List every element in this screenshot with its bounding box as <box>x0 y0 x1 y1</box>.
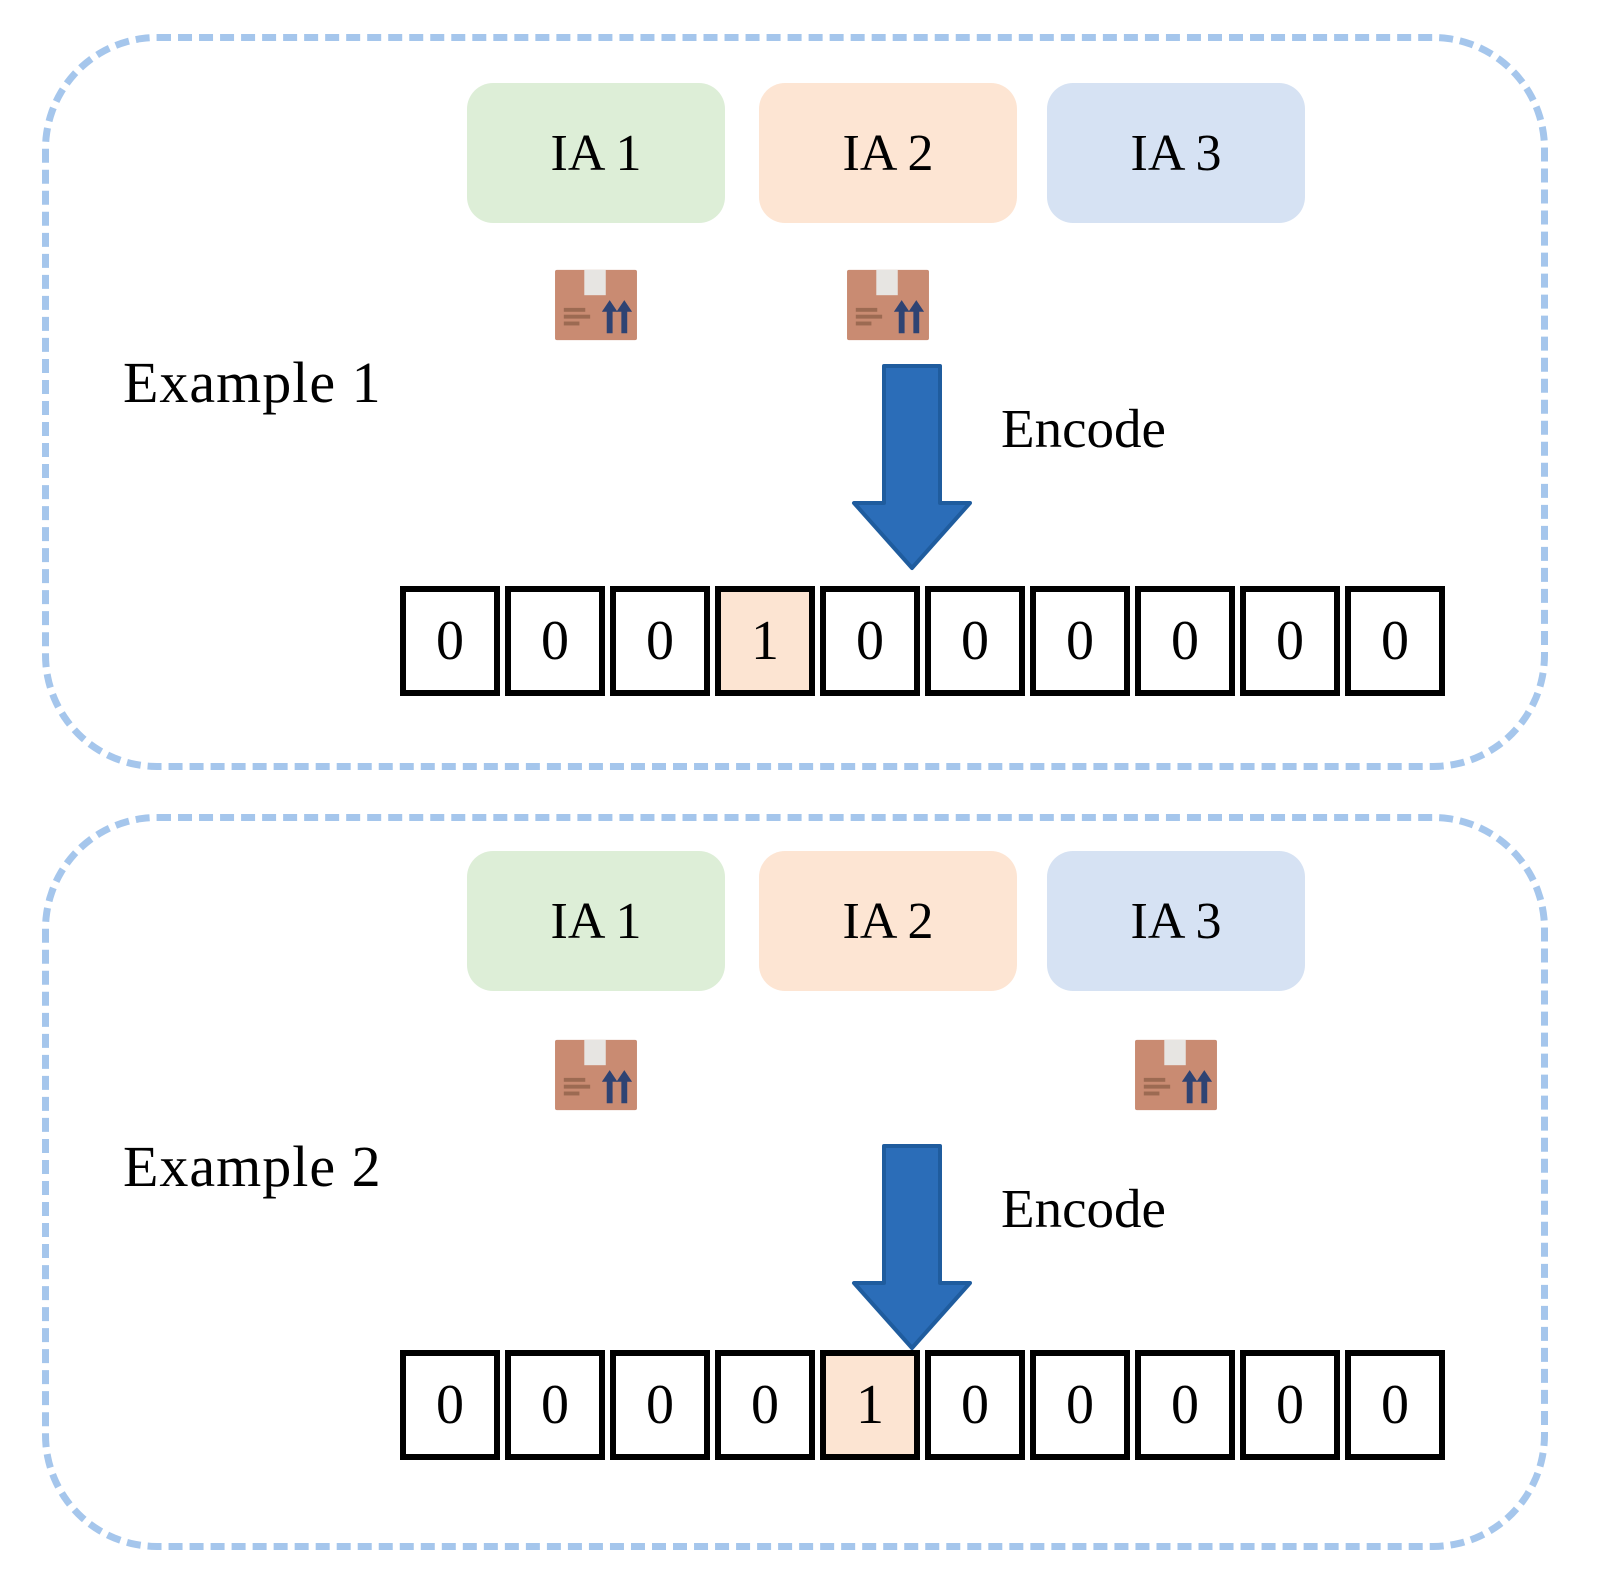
agent-ia3-label: IA 3 <box>1130 124 1222 182</box>
example-2-panel: Example 2 IA 1 IA 2 IA 3 <box>42 814 1548 1550</box>
encoding-row: 0 0 0 1 0 0 0 0 0 0 <box>400 586 1445 696</box>
bit-cell: 0 <box>610 586 710 696</box>
package-icon <box>844 263 932 343</box>
agent-ia3-label: IA 3 <box>1130 892 1222 950</box>
bit-cell: 0 <box>1030 586 1130 696</box>
package-icon <box>552 263 640 343</box>
example-1-panel: Example 1 IA 1 IA 2 IA 3 <box>42 34 1548 770</box>
bit-cell: 0 <box>925 1350 1025 1460</box>
agent-box-ia2: IA 2 <box>759 851 1017 991</box>
bit-cell: 1 <box>715 586 815 696</box>
encode-label: Encode <box>1001 1178 1166 1239</box>
bit-cell: 0 <box>505 1350 605 1460</box>
agent-box-ia1: IA 1 <box>467 83 725 223</box>
agent-ia2-label: IA 2 <box>842 892 934 950</box>
package-icon <box>552 1033 640 1113</box>
bit-cell: 0 <box>1345 1350 1445 1460</box>
encode-label: Encode <box>1001 398 1166 459</box>
bit-cell: 0 <box>1345 586 1445 696</box>
bit-cell: 0 <box>505 586 605 696</box>
encode-arrow-icon <box>842 1143 982 1353</box>
bit-cell: 0 <box>400 586 500 696</box>
encoding-row: 0 0 0 0 1 0 0 0 0 0 <box>400 1350 1445 1460</box>
bit-cell: 0 <box>400 1350 500 1460</box>
agent-ia1-label: IA 1 <box>550 892 642 950</box>
agent-box-ia3: IA 3 <box>1047 83 1305 223</box>
bit-cell: 0 <box>1240 1350 1340 1460</box>
agent-box-ia3: IA 3 <box>1047 851 1305 991</box>
bit-cell: 0 <box>1135 1350 1235 1460</box>
agent-ia2-label: IA 2 <box>842 124 934 182</box>
bit-cell: 0 <box>610 1350 710 1460</box>
package-icon <box>1132 1033 1220 1113</box>
example-2-label: Example 2 <box>123 1134 382 1199</box>
encode-arrow-icon <box>842 363 982 573</box>
example-1-label: Example 1 <box>123 350 382 415</box>
bit-cell: 1 <box>820 1350 920 1460</box>
bit-cell: 0 <box>1030 1350 1130 1460</box>
bit-cell: 0 <box>1135 586 1235 696</box>
bit-cell: 0 <box>820 586 920 696</box>
agent-ia1-label: IA 1 <box>550 124 642 182</box>
bit-cell: 0 <box>715 1350 815 1460</box>
bit-cell: 0 <box>1240 586 1340 696</box>
agent-box-ia2: IA 2 <box>759 83 1017 223</box>
bit-cell: 0 <box>925 586 1025 696</box>
agent-box-ia1: IA 1 <box>467 851 725 991</box>
